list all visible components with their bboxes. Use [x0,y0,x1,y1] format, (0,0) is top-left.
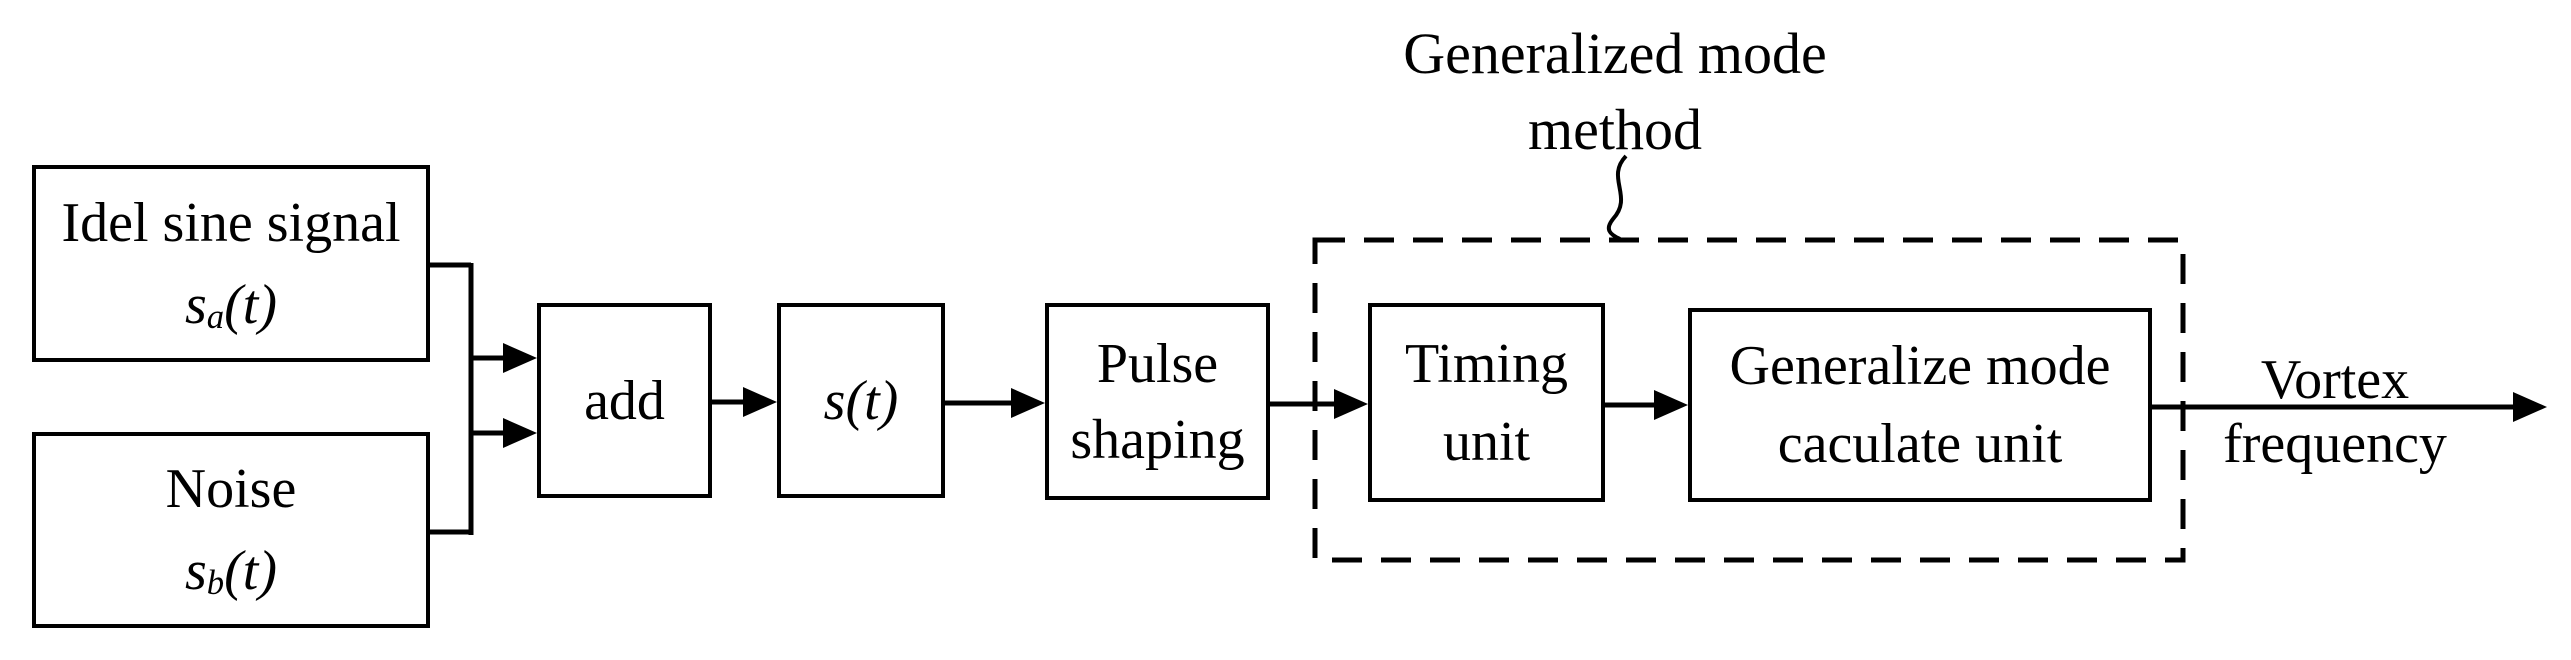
generalized-calc-line1: Generalize mode [1729,335,2111,397]
noise-label: Noise [165,458,297,520]
formula-base: s [823,369,846,432]
output-label: Vortex frequency [2160,348,2510,476]
box-generalized-calc-unit: Generalize mode caculate unit [1688,308,2152,502]
timing-unit-line1: Timing [1405,332,1568,395]
arrow-noise-to-add-head [503,418,537,448]
formula-args: (t) [224,540,277,602]
arrow-add-to-signal-head [743,387,777,417]
box-pulse-shaping: Pulse shaping [1045,303,1270,500]
formula-sub: b [206,563,225,603]
box-timing-unit: Timing unit [1368,303,1605,502]
group-title-line1: Generalized mode [1403,21,1827,86]
pulse-shaping-line1: Pulse [1096,332,1219,395]
arrow-signal-to-pulse-head [1011,388,1045,418]
box-signal: s(t) [777,303,945,498]
arrow-timing-to-calc-head [1654,390,1688,420]
box-add: add [537,303,712,498]
group-title: Generalized mode method [1395,16,1835,168]
formula-args: (t) [845,369,899,432]
add-label: add [584,369,665,432]
ideal-sine-label: Idel sine signal [61,191,401,254]
timing-unit-line2: unit [1442,410,1531,473]
arrow-ideal-to-add-head [503,343,537,373]
output-label-line2: frequency [2223,413,2447,475]
formula-base: s [184,540,207,602]
box-ideal-sine-signal: Idel sine signal sa(t) [32,165,430,362]
ideal-sine-formula: sa(t) [185,264,277,346]
noise-formula: sb(t) [185,530,277,612]
group-title-line2: method [1528,97,1702,162]
pulse-shaping-line2: shaping [1070,408,1245,471]
signal-formula: s(t) [824,360,899,442]
formula-sub: a [206,296,225,336]
formula-args: (t) [224,273,277,336]
title-squiggle-connector [1606,154,1628,241]
output-label-line1: Vortex [2260,349,2410,411]
arrow-output-head [2513,392,2547,422]
arrow-pulse-to-timing-head [1334,389,1368,419]
generalized-calc-line2: caculate unit [1777,413,2063,475]
dashed-group-border [1312,237,2186,563]
formula-base: s [184,273,207,336]
box-noise: Noise sb(t) [32,432,430,628]
